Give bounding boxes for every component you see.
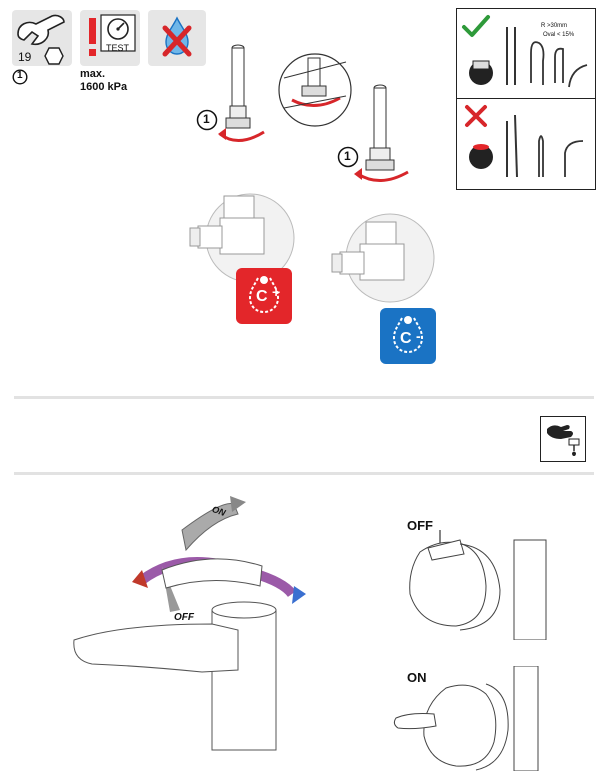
handle-off-illustration: [409, 530, 547, 640]
pressure-test-label: TEST: [106, 43, 130, 53]
cold-water-drop-icon: [392, 316, 424, 354]
detail-zoom: [278, 53, 352, 127]
hot-symbol: C: [256, 288, 268, 305]
hot-water-drop-icon: [248, 276, 280, 314]
handle-on-label: ON: [407, 670, 427, 685]
faucet-illustration: [73, 496, 306, 751]
hose-instruction-panel: R >30mm Oval < 15%: [456, 8, 596, 190]
step-marker-right-icon: [337, 146, 359, 168]
no-water-icon: [162, 16, 192, 57]
hex-nut-icon: [44, 47, 64, 65]
pressure-gauge-icon: [100, 14, 136, 52]
step-marker-right-number: 1: [344, 149, 351, 163]
hose-radius-label: R >30mm: [541, 23, 568, 29]
right-angle-valve: [331, 213, 435, 303]
hand-wash-box: [540, 416, 586, 462]
hand-wash-icon: [547, 425, 580, 456]
max-pressure-value: 1600 kPa: [80, 81, 128, 93]
hot-water-tile: C +: [236, 268, 292, 324]
wrench-tile: 19: [12, 10, 72, 66]
left-angle-valve: [189, 193, 295, 283]
wrench-size: 19: [18, 50, 32, 64]
wrench-icon: [17, 14, 65, 46]
left-hose-connector: [218, 44, 265, 142]
step-circle-icon: [12, 69, 28, 85]
max-label: max.: [80, 68, 106, 80]
pressure-tile: TEST: [80, 10, 140, 66]
section-divider-bottom: [14, 472, 594, 475]
step-circle-number: 1: [17, 70, 23, 81]
step-marker-left-number: 1: [203, 112, 210, 126]
check-mark-icon: [462, 15, 490, 37]
hose-incorrect-illustration: [469, 114, 584, 178]
hot-sign: +: [272, 284, 281, 300]
hose-panel-divider: [457, 98, 595, 99]
hose-correct-illustration: [469, 27, 588, 88]
no-water-tile: [148, 10, 206, 66]
section-divider-top: [14, 396, 594, 399]
warning-exclamation-icon: [89, 18, 96, 56]
hose-oval-label: Oval < 15%: [543, 32, 575, 38]
cross-mark-icon: [465, 105, 487, 127]
cold-symbol: C: [400, 330, 412, 347]
step-marker-left-icon: [196, 109, 218, 131]
cold-water-tile: C -: [380, 308, 436, 364]
handle-off-label: OFF: [407, 518, 433, 533]
right-hose-connector: [354, 84, 409, 182]
valve-assembly-illustration: [189, 44, 435, 303]
lever-off-label: OFF: [174, 612, 194, 623]
handle-on-illustration: [393, 666, 539, 771]
cold-sign: -: [416, 328, 421, 344]
